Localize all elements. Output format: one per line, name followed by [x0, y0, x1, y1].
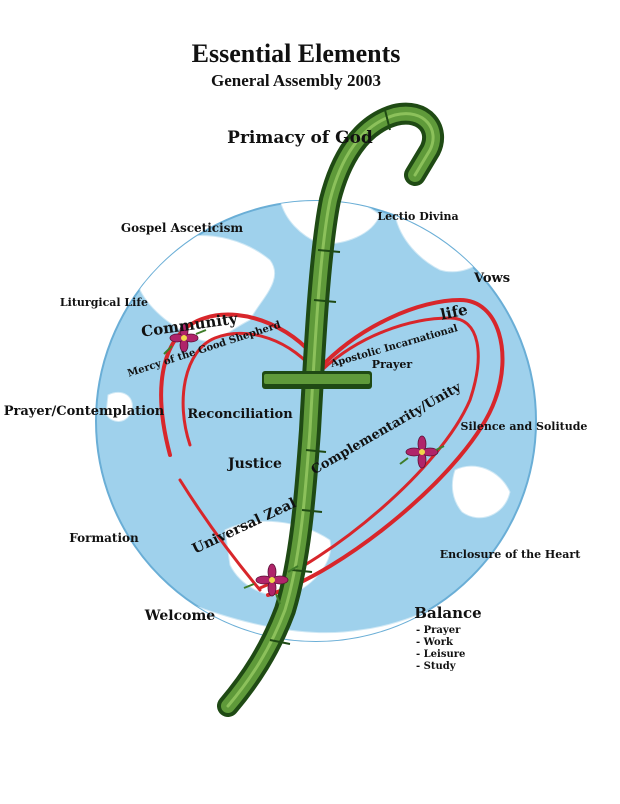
flower-icon: [399, 435, 445, 469]
label-gospel-asceticism: Gospel Asceticism: [121, 221, 244, 235]
label-lectio-divina: Lectio Divina: [377, 210, 458, 223]
page-subtitle: General Assembly 2003: [211, 71, 381, 90]
label-primacy-of-god: Primacy of God: [227, 128, 373, 148]
label-enclosure-of-the-heart: Enclosure of the Heart: [440, 548, 582, 561]
shepherd-staff-icon: [217, 102, 445, 717]
page-title: Essential Elements: [192, 39, 401, 68]
label-liturgical-life: Liturgical Life: [60, 296, 148, 309]
balance-item: - Leisure: [416, 649, 465, 660]
label-prayer-contemplation: Prayer/Contemplation: [4, 404, 165, 419]
label-vows: Vows: [473, 271, 510, 286]
label-life: life: [439, 300, 470, 323]
balance-list: - Prayer - Work - Leisure - Study: [416, 625, 465, 672]
label-balance: Balance: [414, 604, 481, 622]
label-prayer-inner: Prayer: [372, 358, 413, 371]
label-welcome: Welcome: [144, 608, 215, 624]
flower-icon: [243, 563, 299, 605]
label-formation: Formation: [69, 531, 139, 545]
label-reconciliation: Reconciliation: [187, 407, 293, 422]
balance-item: - Study: [416, 661, 457, 672]
label-silence-and-solitude: Silence and Solitude: [461, 420, 588, 433]
heart-icon: [159, 297, 505, 597]
flower-icon: [163, 323, 207, 355]
label-justice: Justice: [226, 456, 282, 472]
balance-item: - Prayer: [416, 625, 461, 636]
cross-icon: [262, 371, 372, 389]
balance-item: - Work: [416, 637, 454, 648]
